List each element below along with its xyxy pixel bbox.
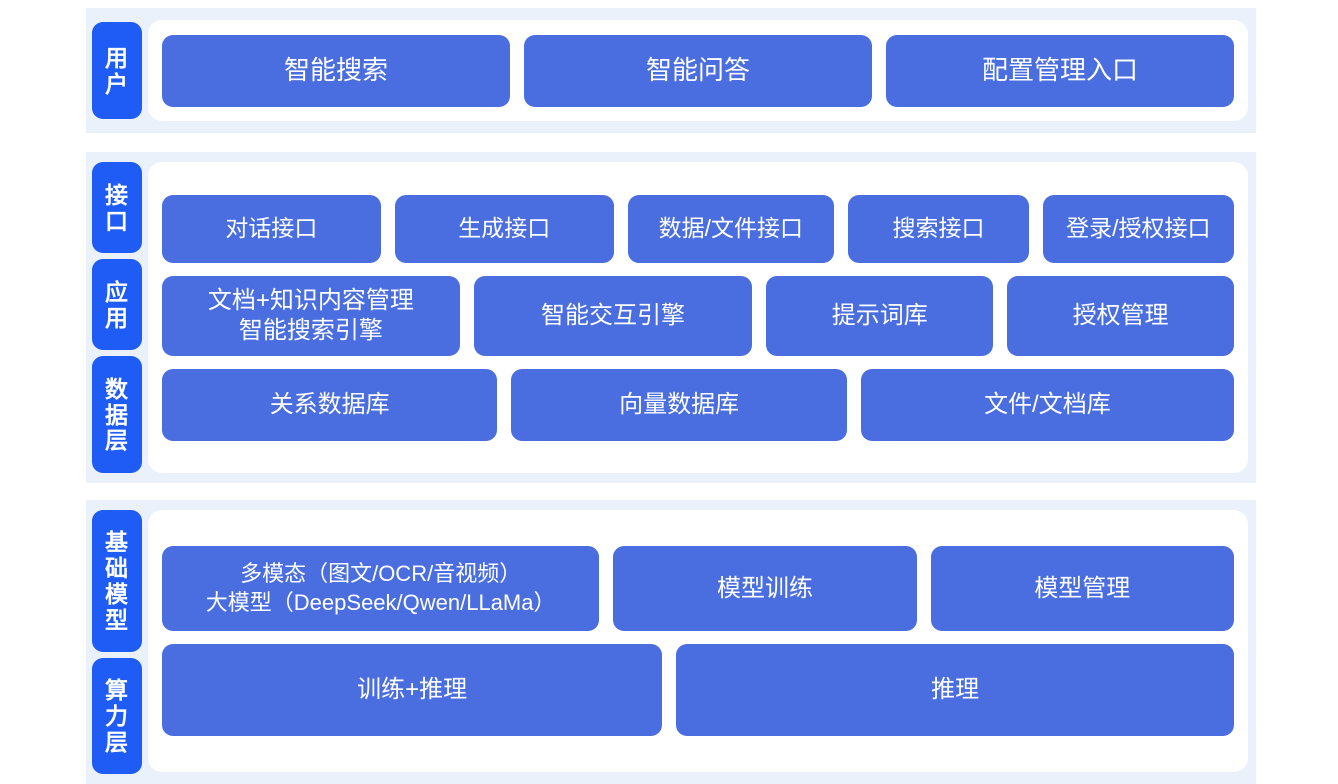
box-intelligent-search[interactable]: 智能搜索: [162, 34, 510, 107]
box-vector-database[interactable]: 向量数据库: [511, 368, 847, 441]
side-tab-interface[interactable]: 接口: [92, 162, 142, 253]
band-middle-panel: 对话接口 生成接口 数据/文件接口 搜索接口 登录/授权接口 文档+知识内容管理…: [148, 162, 1248, 473]
box-data-file-api[interactable]: 数据/文件接口: [627, 194, 835, 263]
box-intelligent-qa[interactable]: 智能问答: [524, 34, 872, 107]
box-training-and-inference[interactable]: 训练+推理: [162, 644, 663, 736]
band-base-panel: 多模态（图文/OCR/音视频） 大模型（DeepSeek/Qwen/LLaMa）…: [148, 510, 1248, 772]
band-users-panel: 智能搜索 智能问答 配置管理入口: [148, 20, 1248, 121]
compute-layer-row: 训练+推理 推理: [162, 644, 1234, 736]
box-generation-api[interactable]: 生成接口: [394, 194, 614, 263]
box-login-auth-api[interactable]: 登录/授权接口: [1042, 194, 1234, 263]
foundation-model-row: 多模态（图文/OCR/音视频） 大模型（DeepSeek/Qwen/LLaMa）…: [162, 546, 1234, 631]
box-model-management[interactable]: 模型管理: [930, 546, 1234, 631]
band-middle: 接口 应用 数据层 对话接口 生成接口 数据/文件接口 搜索接口 登录/授权接口…: [86, 152, 1256, 483]
band-users: 用户 智能搜索 智能问答 配置管理入口: [86, 8, 1256, 133]
box-multimodal-large-model[interactable]: 多模态（图文/OCR/音视频） 大模型（DeepSeek/Qwen/LLaMa）: [162, 546, 600, 631]
side-tab-application[interactable]: 应用: [92, 259, 142, 350]
box-config-management-entry[interactable]: 配置管理入口: [886, 34, 1234, 107]
box-search-api[interactable]: 搜索接口: [848, 194, 1029, 263]
data-layer-row: 关系数据库 向量数据库 文件/文档库: [162, 368, 1235, 441]
box-relational-database[interactable]: 关系数据库: [162, 368, 498, 441]
box-inference[interactable]: 推理: [676, 644, 1234, 736]
box-file-document-repository[interactable]: 文件/文档库: [860, 368, 1235, 441]
application-row: 文档+知识内容管理 智能搜索引擎 智能交互引擎 提示词库 授权管理: [162, 275, 1234, 356]
user-entry-row: 智能搜索 智能问答 配置管理入口: [162, 34, 1234, 107]
side-tab-data-layer[interactable]: 数据层: [92, 356, 142, 473]
box-model-training[interactable]: 模型训练: [613, 546, 917, 631]
box-intelligent-interaction-engine[interactable]: 智能交互引擎: [473, 275, 753, 356]
box-document-knowledge-management[interactable]: 文档+知识内容管理 智能搜索引擎: [162, 275, 460, 356]
box-prompt-library[interactable]: 提示词库: [766, 275, 994, 356]
box-dialog-api[interactable]: 对话接口: [162, 194, 381, 263]
side-tab-compute-layer[interactable]: 算力层: [92, 658, 142, 775]
band-users-tab-column: 用户: [86, 8, 148, 133]
band-base: 基础模型 算力层 多模态（图文/OCR/音视频） 大模型（DeepSeek/Qw…: [86, 500, 1256, 784]
side-tab-users[interactable]: 用户: [92, 22, 142, 119]
side-tab-foundation-model[interactable]: 基础模型: [92, 510, 142, 652]
box-authorization-management[interactable]: 授权管理: [1007, 275, 1234, 356]
band-middle-tab-column: 接口 应用 数据层: [86, 152, 148, 483]
interface-row: 对话接口 生成接口 数据/文件接口 搜索接口 登录/授权接口: [162, 194, 1234, 263]
band-base-tab-column: 基础模型 算力层: [86, 500, 148, 784]
